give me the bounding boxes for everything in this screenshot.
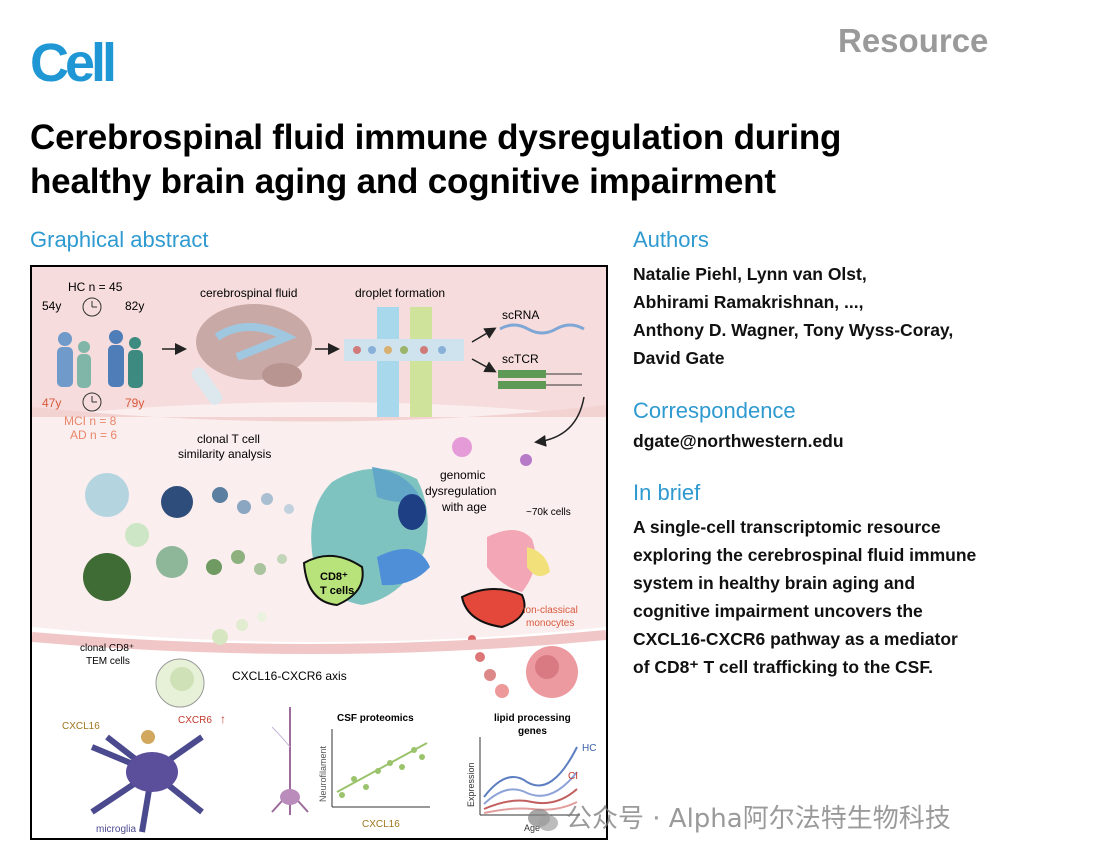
nonclassical-label-1: non-classical [520, 605, 578, 616]
article-title: Cerebrospinal fluid immune dysregulation… [30, 116, 1030, 204]
graphical-abstract-heading: Graphical abstract [30, 227, 209, 252]
csf-label: cerebrospinal fluid [200, 286, 297, 300]
lipid-title-1: lipid processing [494, 713, 571, 724]
axis-label: CXCL16-CXCR6 axis [232, 669, 347, 683]
wechat-icon [528, 808, 558, 831]
lipid-genes-plot: lipid processing genes HC CI Expression … [466, 713, 596, 833]
umap-plot [302, 437, 550, 629]
cd8-label-1: CD8⁺ [320, 571, 348, 583]
clonal-cd8-label-2: TEM cells [86, 656, 130, 667]
in-brief-text: A single-cell transcriptomic resource ex… [633, 513, 976, 681]
tem-cell [155, 612, 267, 708]
clonal-label-2: similarity analysis [178, 447, 271, 461]
cd8-label-2: T cells [320, 585, 354, 597]
lipid-title-2: genes [518, 726, 547, 737]
droplet-device [344, 307, 464, 417]
expression-label: Expression [466, 762, 476, 807]
authors-list: Natalie Piehl, Lynn van Olst, Abhirami R… [633, 260, 953, 372]
csf-x-axis-label: CXCL16 [362, 819, 400, 830]
title-line-1: Cerebrospinal fluid immune dysregulation… [30, 118, 842, 157]
cells-label: ~70k cells [526, 507, 571, 518]
clonal-cd8-label-1: clonal CD8⁺ [80, 643, 134, 654]
correspondence-heading: Correspondence [633, 398, 796, 423]
cxcl16-label: CXCL16 [62, 721, 100, 732]
in-brief-line: CXCL16-CXCR6 pathway as a mediator [633, 629, 958, 649]
hc-label: HC n = 45 [68, 280, 123, 294]
neurofilament-label: Neurofilament [318, 745, 328, 802]
microglia-cell [90, 730, 204, 833]
scrna-label: scRNA [502, 308, 539, 322]
mci-label: MCI n = 8 [64, 414, 117, 428]
microglia-label: microglia [96, 824, 136, 835]
ci-age-min: 47y [42, 396, 61, 410]
authors-line: Natalie Piehl, Lynn van Olst, [633, 264, 867, 284]
people-illustration [57, 330, 143, 388]
authors-line: Abhirami Ramakrishnan, ..., [633, 292, 864, 312]
ad-label: AD n = 6 [70, 428, 117, 442]
authors-line: Anthony D. Wagner, Tony Wyss-Coray, [633, 320, 954, 340]
in-brief-line: cognitive impairment uncovers the [633, 601, 923, 621]
authors-heading: Authors [633, 227, 709, 252]
hc-curve-label: HC [582, 743, 596, 754]
in-brief-heading: In brief [633, 480, 701, 505]
monocyte-trail [468, 635, 578, 698]
clonal-label-1: clonal T cell [197, 432, 260, 446]
graphical-abstract-figure: HC n = 45 54y 82y 47y 79y MCI n = 8 AD n… [30, 265, 608, 840]
hc-age-max: 82y [125, 299, 144, 313]
neuron-illustration [271, 707, 309, 815]
ci-curve-label: CI [568, 771, 578, 782]
clonal-cell-network [83, 473, 294, 601]
correspondence-email[interactable]: dgate@northwestern.edu [633, 431, 844, 451]
in-brief-line: of CD8⁺ T cell trafficking to the CSF. [633, 657, 933, 677]
sctcr-label: scTCR [502, 352, 539, 366]
watermark-text: 公众号 · Alpha阿尔法特生物科技 [566, 804, 951, 834]
nonclassical-label-2: monocytes [526, 618, 574, 629]
authors-line: David Gate [633, 348, 725, 368]
genomic-label-3: with age [441, 500, 487, 514]
title-line-2: healthy brain aging and cognitive impair… [30, 162, 776, 201]
csf-proteomics-plot: CSF proteomics Neurofilament CXCL16 [318, 713, 430, 830]
genomic-label-1: genomic [440, 468, 485, 482]
up-arrow-icon: ↑ [220, 712, 226, 726]
genomic-label-2: dysregulation [425, 484, 496, 498]
in-brief-line: system in healthy brain aging and [633, 573, 916, 593]
hc-age-min: 54y [42, 299, 61, 313]
age-label: Age [524, 823, 540, 833]
cell-logo: Cell [30, 33, 117, 93]
watermark: 公众号 · Alpha阿尔法特生物科技 [526, 798, 951, 835]
in-brief-line: exploring the cerebrospinal fluid immune [633, 545, 977, 565]
droplet-label: droplet formation [355, 286, 445, 300]
csf-proteomics-title: CSF proteomics [337, 713, 414, 724]
cxcr6-label: CXCR6 [178, 715, 212, 726]
in-brief-line: A single-cell transcriptomic resource [633, 517, 941, 537]
article-type-label: Resource [838, 22, 989, 59]
ci-age-max: 79y [125, 396, 144, 410]
brain-illustration [191, 304, 312, 405]
